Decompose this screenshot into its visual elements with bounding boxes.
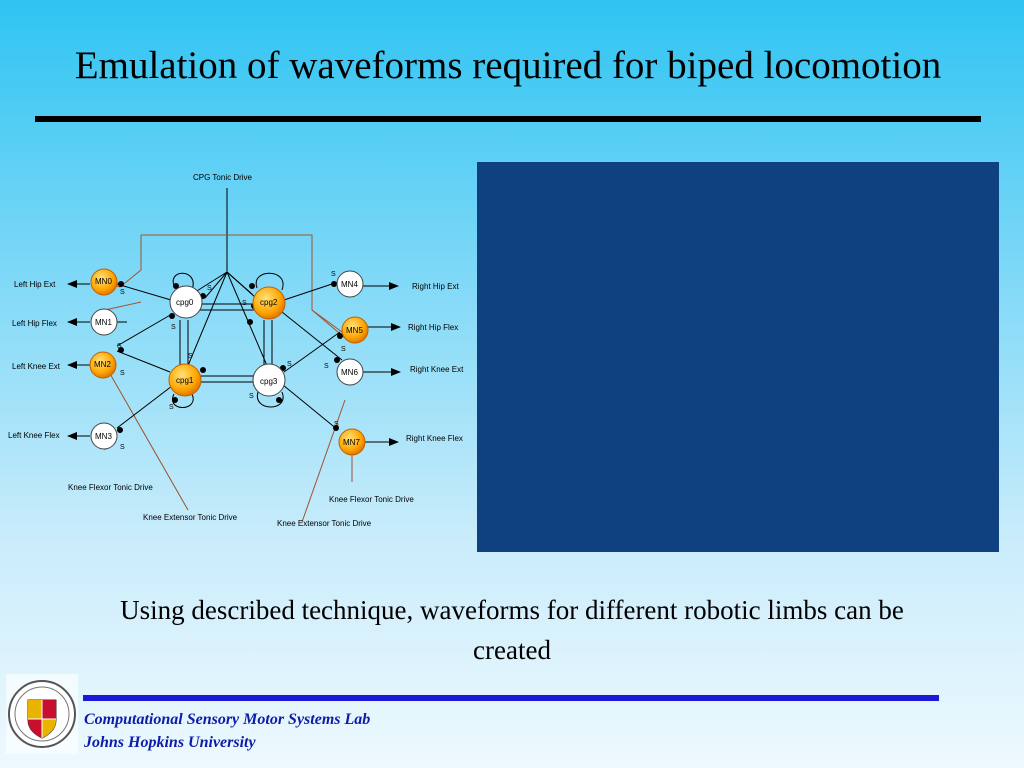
title-divider xyxy=(35,116,981,122)
mn3-label: MN3 xyxy=(95,432,112,441)
footer-lab-name: Computational Sensory Motor Systems Lab xyxy=(84,711,371,728)
synapse-label: S xyxy=(331,271,336,278)
left-knee-flex-label: Left Knee Flex xyxy=(8,431,60,440)
synapse-label: S xyxy=(207,285,212,292)
synapse-label: S xyxy=(171,324,176,331)
slide-caption: Using described technique, waveforms for… xyxy=(120,595,904,665)
cpg1-node: cpg1 xyxy=(168,363,202,397)
cpg1-label: cpg1 xyxy=(176,376,194,385)
mn0-node: MN0 xyxy=(90,268,118,296)
cpg2-label: cpg2 xyxy=(260,298,278,307)
mn1-node: MN1 xyxy=(90,308,118,336)
mn4-node: MN4 xyxy=(336,270,364,298)
mn1-label: MN1 xyxy=(95,318,112,327)
cpg2-node: cpg2 xyxy=(252,286,286,320)
mn6-node: MN6 xyxy=(336,358,364,386)
waveform-display-panel xyxy=(477,162,999,552)
mn3-node: MN3 xyxy=(90,422,118,450)
slide-title: Emulation of waveforms required for bipe… xyxy=(74,44,942,87)
synapse-label: S xyxy=(120,444,125,451)
synapse-label: S xyxy=(334,421,339,428)
left-hip-flex-label: Left Hip Flex xyxy=(12,319,57,328)
left-knee-extensor-drive-label: Knee Extensor Tonic Drive xyxy=(143,513,238,522)
right-knee-ext-label: Right Knee Ext xyxy=(410,365,464,374)
mn0-label: MN0 xyxy=(95,277,112,286)
cpg0-label: cpg0 xyxy=(176,298,194,307)
synapse-label: S xyxy=(169,404,174,411)
right-knee-flexor-drive-label: Knee Flexor Tonic Drive xyxy=(329,495,414,504)
synapse-label: S xyxy=(324,363,329,370)
cpg-tonic-drive-label: CPG Tonic Drive xyxy=(193,173,253,182)
mn2-label: MN2 xyxy=(94,360,111,369)
synapse-label: S xyxy=(117,343,122,350)
cpg0-node: cpg0 xyxy=(169,285,203,319)
synapse-label: S xyxy=(242,300,247,307)
cpg3-label: cpg3 xyxy=(260,377,278,386)
synapse-label: S xyxy=(120,370,125,377)
footer: Computational Sensory Motor Systems Lab … xyxy=(84,708,370,754)
right-knee-extensor-drive-label: Knee Extensor Tonic Drive xyxy=(277,519,372,528)
mn4-label: MN4 xyxy=(341,280,358,289)
right-hip-flex-label: Right Hip Flex xyxy=(408,323,458,332)
synapse-label: S xyxy=(188,353,193,360)
left-knee-flexor-drive-label: Knee Flexor Tonic Drive xyxy=(68,483,153,492)
synapse-label: S xyxy=(287,361,292,368)
mn7-node: MN7 xyxy=(338,428,366,456)
synapse-label: S xyxy=(249,393,254,400)
right-hip-ext-label: Right Hip Ext xyxy=(412,282,459,291)
right-knee-flex-label: Right Knee Flex xyxy=(406,434,463,443)
cpg3-node: cpg3 xyxy=(252,363,286,397)
left-hip-ext-label: Left Hip Ext xyxy=(14,280,56,289)
mn5-node: MN5 xyxy=(341,316,369,344)
mn7-label: MN7 xyxy=(343,438,360,447)
left-knee-ext-label: Left Knee Ext xyxy=(12,362,61,371)
synapse-label: S xyxy=(341,346,346,353)
footer-divider xyxy=(83,695,939,701)
synapse-label: S xyxy=(120,289,125,296)
mn5-label: MN5 xyxy=(346,326,363,335)
university-seal-logo xyxy=(6,674,78,754)
mn6-label: MN6 xyxy=(341,368,358,377)
footer-university: Johns Hopkins University xyxy=(84,734,256,751)
mn2-node: MN2 xyxy=(89,351,117,379)
cpg-network-diagram: CPG Tonic Drive xyxy=(8,173,464,528)
